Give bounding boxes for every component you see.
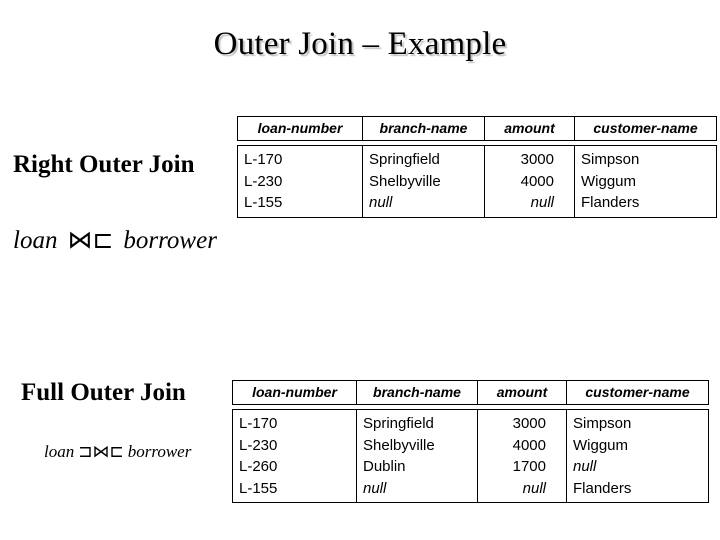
table-cell: L-155 <box>239 479 278 497</box>
table-cell: L-260 <box>239 458 278 475</box>
table-header-row: loan-number branch-name amount customer-… <box>233 381 708 404</box>
table-column-amount: 3000 4000 null <box>485 146 575 217</box>
table-cell-null: null <box>573 458 597 475</box>
cell-stack-loan-number: L-170 L-230 L-155 <box>244 149 356 214</box>
table-header-row: loan-number branch-name amount customer-… <box>238 117 716 140</box>
table-column-loan-number: L-170 L-230 L-155 <box>238 146 363 217</box>
full-outer-join-result-table: loan-number branch-name amount customer-… <box>232 380 709 503</box>
cell-stack-loan-number: L-170 L-230 L-260 L-155 <box>239 413 350 499</box>
table-cell: Wiggum <box>581 172 637 190</box>
table-cell-null: null <box>363 479 387 497</box>
table-cell: Flanders <box>581 194 640 211</box>
table-cell: L-170 <box>239 415 278 432</box>
table-body-row-group: L-170 L-230 L-155 Springfield Shelbyvill… <box>238 146 716 217</box>
full-outer-join-heading: Full Outer Join <box>21 379 186 406</box>
expression-left-relation: loan <box>13 227 58 254</box>
expression-left-relation: loan <box>44 442 75 461</box>
table-cell: Springfield <box>369 151 440 168</box>
table-cell-null: null <box>369 194 393 211</box>
table-cell: L-230 <box>244 172 283 190</box>
table-cell: 4000 <box>512 436 546 454</box>
table-body-row-group: L-170 L-230 L-260 L-155 Springfield Shel… <box>233 410 708 502</box>
table-cell: Shelbyville <box>369 172 441 190</box>
expression-right-relation: borrower <box>123 227 217 254</box>
table-cell: L-230 <box>239 436 278 454</box>
column-header-customer-name: customer-name <box>593 120 698 136</box>
cell-stack-customer-name: Simpson Wiggum null Flanders <box>573 413 702 499</box>
column-header-amount: amount <box>485 117 575 140</box>
table-cell: 3000 <box>520 151 554 168</box>
table-cell: L-170 <box>244 151 283 168</box>
right-outer-join-heading: Right Outer Join <box>13 151 195 178</box>
cell-stack-customer-name: Simpson Wiggum Flanders <box>581 149 710 214</box>
table-cell: Simpson <box>581 151 640 168</box>
table-cell: Flanders <box>573 479 632 497</box>
table-cell: L-155 <box>244 194 283 211</box>
table-cell: Shelbyville <box>363 436 435 454</box>
right-outer-join-result-table: loan-number branch-name amount customer-… <box>237 116 717 218</box>
cell-stack-branch-name: Springfield Shelbyville Dublin null <box>363 413 471 499</box>
table-cell: Simpson <box>573 415 632 432</box>
column-header-branch-name: branch-name <box>363 117 485 140</box>
column-header-loan-number: loan-number <box>233 381 357 404</box>
table-cell: Dublin <box>363 458 406 475</box>
table-cell: 4000 <box>520 172 554 190</box>
table-body-box: L-170 L-230 L-155 Springfield Shelbyvill… <box>237 145 717 218</box>
table-column-customer-name: Simpson Wiggum Flanders <box>575 146 716 217</box>
table-header-box: loan-number branch-name amount customer-… <box>232 380 709 405</box>
full-outer-join-symbol-icon: ⊐⋈⊏ <box>78 442 124 461</box>
table-header-box: loan-number branch-name amount customer-… <box>237 116 717 141</box>
cell-stack-amount: 3000 4000 1700 null <box>484 413 560 499</box>
table-cell-null: null <box>530 194 554 211</box>
table-column-branch-name: Springfield Shelbyville Dublin null <box>357 410 478 502</box>
cell-stack-branch-name: Springfield Shelbyville null <box>369 149 478 214</box>
table-body-box: L-170 L-230 L-260 L-155 Springfield Shel… <box>232 409 709 503</box>
right-outer-join-symbol-icon: ⋈⊏ <box>67 227 114 254</box>
table-column-amount: 3000 4000 1700 null <box>478 410 567 502</box>
table-cell: 1700 <box>512 458 546 475</box>
table-cell: Wiggum <box>573 436 629 454</box>
cell-stack-amount: 3000 4000 null <box>491 149 568 214</box>
table-cell-null: null <box>522 479 546 497</box>
table-column-branch-name: Springfield Shelbyville null <box>363 146 485 217</box>
column-header-amount: amount <box>478 381 567 404</box>
page-title: Outer Join – Example <box>213 26 507 62</box>
column-header-customer-name: customer-name <box>585 384 690 400</box>
right-outer-join-expression: loan ⋈⊏ borrower <box>13 225 217 255</box>
table-column-customer-name: Simpson Wiggum null Flanders <box>567 410 708 502</box>
table-cell: 3000 <box>512 415 546 432</box>
full-outer-join-expression: loan⊐⋈⊏borrower <box>44 442 191 462</box>
expression-right-relation: borrower <box>127 442 192 461</box>
column-header-branch-name: branch-name <box>357 381 478 404</box>
table-column-loan-number: L-170 L-230 L-260 L-155 <box>233 410 357 502</box>
column-header-loan-number: loan-number <box>238 117 363 140</box>
table-cell: Springfield <box>363 415 434 432</box>
